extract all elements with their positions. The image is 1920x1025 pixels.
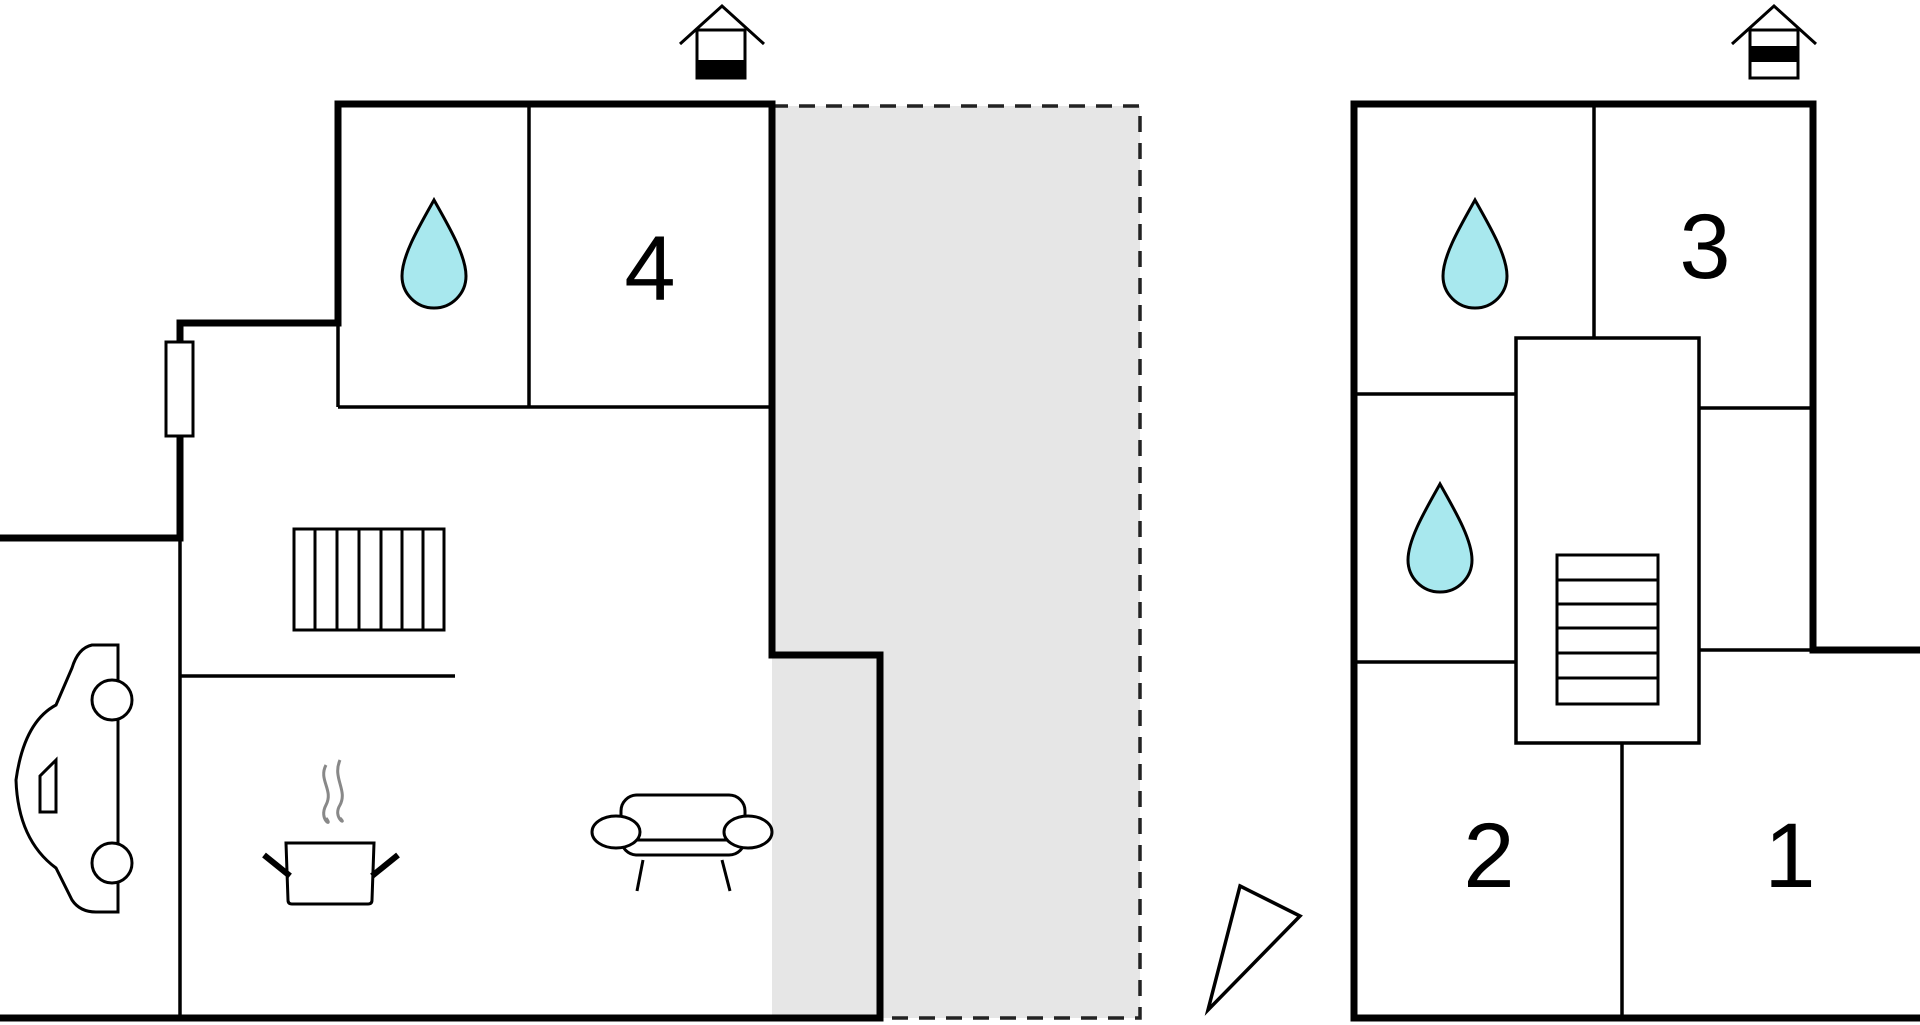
ground-floor-interior-walls: [178, 104, 772, 1018]
room-label-1: 1: [1764, 805, 1815, 907]
water-drop-icon: [1441, 196, 1509, 310]
entrance-house-icon: [1730, 3, 1818, 80]
car-icon: [14, 643, 134, 914]
sofa-icon: [590, 793, 774, 892]
upper-floor: 3 2 1: [1350, 3, 1920, 1022]
door-icon: [164, 340, 195, 438]
north-arrow-icon: [1204, 883, 1303, 1016]
stairs-icon: [1555, 553, 1660, 706]
ground-floor: 4: [0, 3, 1142, 1022]
entrance-house-icon: [678, 3, 766, 80]
terrace-area: [772, 104, 1142, 1020]
room-label-3: 3: [1679, 196, 1730, 298]
water-drop-icon: [1406, 480, 1474, 594]
radiator-icon: [292, 527, 446, 632]
cooking-pot-icon: [262, 759, 400, 906]
ground-floor-walls: [0, 100, 884, 1022]
upper-floor-walls: [1350, 100, 1920, 1022]
room-label-2: 2: [1463, 805, 1514, 907]
room-label-4: 4: [624, 218, 675, 320]
water-drop-icon: [400, 196, 468, 310]
